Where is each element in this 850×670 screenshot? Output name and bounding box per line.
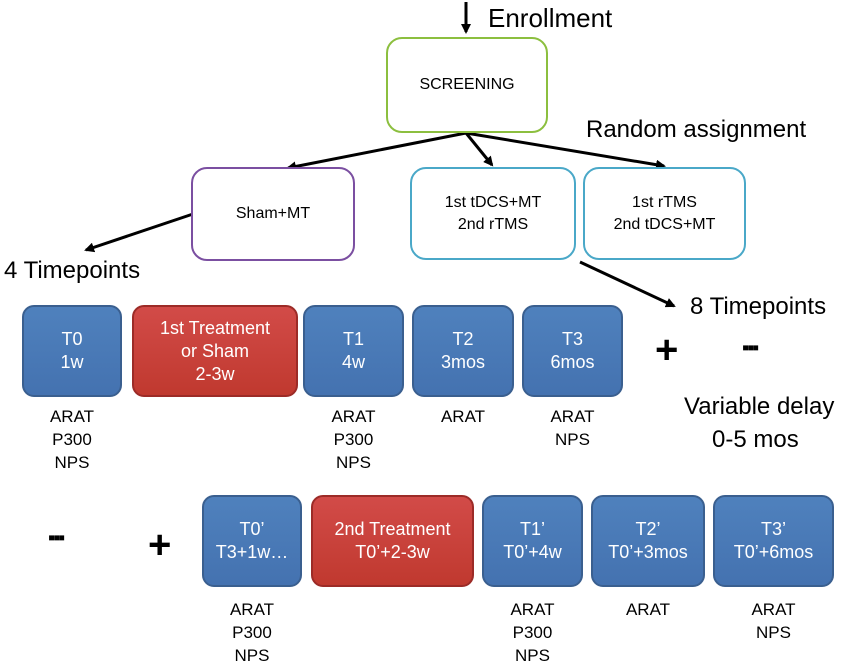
four-timepoints-label: 4 Timepoints: [4, 257, 141, 284]
first-treatment-line-1: 1st Treatment: [159, 317, 271, 338]
timepoint-t3: T3 6mos: [522, 305, 623, 397]
arrow-to-8-timepoints: [579, 260, 676, 308]
t2-name: T2: [452, 329, 474, 349]
t2p-measures: ARAT: [591, 598, 705, 621]
timepoint-t2-prime: T2’ T0’+3mos: [591, 495, 705, 587]
t0-time: 1w: [60, 352, 84, 372]
timepoint-t1-prime: T1’ T0’+4w: [482, 495, 583, 587]
measure-p300: P300: [52, 430, 92, 449]
t3-time: 6mos: [550, 352, 595, 372]
timepoint-t1: T1 4w: [303, 305, 404, 397]
t1p-name: T1’: [519, 519, 545, 539]
ellipsis-row2: ▪▪▪: [48, 527, 65, 549]
first-treatment-line-2: or Sham: [180, 340, 250, 361]
t2-measures: ARAT: [412, 405, 514, 428]
screening-box: SCREENING: [386, 37, 548, 133]
t1p-measures: ARAT P300 NPS: [482, 598, 583, 667]
measure-nps: NPS: [54, 453, 90, 472]
measure-arat: ARAT: [229, 600, 275, 619]
tdcs-first-line-2: 2nd rTMS: [457, 215, 529, 233]
t2p-name: T2’: [635, 519, 661, 539]
sham-arm-label: Sham+MT: [235, 205, 311, 222]
variable-delay-label: Variable delay: [684, 393, 835, 420]
arrow-to-sham: [286, 131, 467, 172]
plus-sign-row2: +: [148, 523, 172, 567]
arrow-to-rtms: [465, 131, 666, 170]
t1p-time: T0’+4w: [503, 542, 562, 562]
measure-p300: P300: [333, 430, 374, 449]
sham-arm-box: Sham+MT: [191, 167, 355, 261]
t0p-measures: ARAT P300 NPS: [202, 598, 302, 667]
t3-measures: ARAT NPS: [522, 405, 623, 451]
eight-timepoints-label: 8 Timepoints: [690, 293, 827, 320]
measure-arat: ARAT: [440, 407, 486, 426]
enrollment-label: Enrollment: [488, 3, 613, 33]
ellipsis-row1: ▪▪▪: [742, 337, 759, 359]
rtms-first-line-1: 1st rTMS: [632, 193, 697, 211]
second-treatment-line-2: T0’+2-3w: [355, 542, 430, 562]
t2p-time: T0’+3mos: [608, 542, 688, 562]
t3p-name: T3’: [760, 519, 786, 539]
second-treatment-line-1: 2nd Treatment: [334, 519, 451, 539]
measure-p300: P300: [512, 623, 553, 642]
tdcs-first-line-1: 1st tDCS+MT: [444, 193, 542, 211]
t3p-time: T0’+6mos: [733, 542, 814, 562]
measure-nps: NPS: [336, 453, 371, 472]
tdcs-first-arm-box: 1st tDCS+MT 2nd rTMS: [410, 167, 576, 260]
measure-nps: NPS: [234, 646, 270, 665]
timepoint-t0-prime: T0’ T3+1w…: [202, 495, 302, 587]
variable-delay-range: 0-5 mos: [712, 426, 799, 453]
timepoint-t3-prime: T3’ T0’+6mos: [713, 495, 834, 587]
timepoint-t0: T0 1w: [22, 305, 122, 397]
first-treatment-box: 1st Treatment or Sham 2-3w: [132, 305, 298, 397]
arrow-to-4-timepoints: [84, 211, 197, 253]
t1-name: T1: [342, 329, 364, 349]
measure-arat: ARAT: [751, 600, 796, 619]
measure-p300: P300: [232, 623, 272, 642]
t0p-time: T3+1w…: [215, 542, 289, 562]
t1-measures: ARAT P300 NPS: [303, 405, 404, 474]
timepoint-t2: T2 3mos: [412, 305, 514, 397]
t0-measures: ARAT P300 NPS: [22, 405, 122, 474]
t3p-measures: ARAT NPS: [713, 598, 834, 644]
plus-sign-row1: +: [655, 328, 679, 372]
first-treatment-line-3: 2-3w: [195, 363, 235, 384]
rtms-first-arm-box: 1st rTMS 2nd tDCS+MT: [583, 167, 746, 260]
t2-time: 3mos: [440, 352, 485, 372]
t0-name: T0: [61, 329, 83, 349]
measure-nps: NPS: [515, 646, 550, 665]
measure-arat: ARAT: [49, 407, 95, 426]
t1-time: 4w: [341, 352, 365, 372]
measure-nps: NPS: [756, 623, 791, 642]
measure-arat: ARAT: [550, 407, 595, 426]
measure-arat: ARAT: [331, 407, 376, 426]
measure-nps: NPS: [555, 430, 590, 449]
arrow-to-tdcs: [464, 132, 494, 167]
random-assignment-label: Random assignment: [586, 116, 807, 143]
t3-name: T3: [561, 329, 583, 349]
rtms-first-line-2: 2nd tDCS+MT: [613, 215, 716, 233]
second-treatment-box: 2nd Treatment T0’+2-3w: [311, 495, 474, 587]
t0p-name: T0’: [239, 519, 265, 539]
screening-label: SCREENING: [419, 76, 515, 93]
measure-arat: ARAT: [625, 600, 671, 619]
measure-arat: ARAT: [510, 600, 555, 619]
